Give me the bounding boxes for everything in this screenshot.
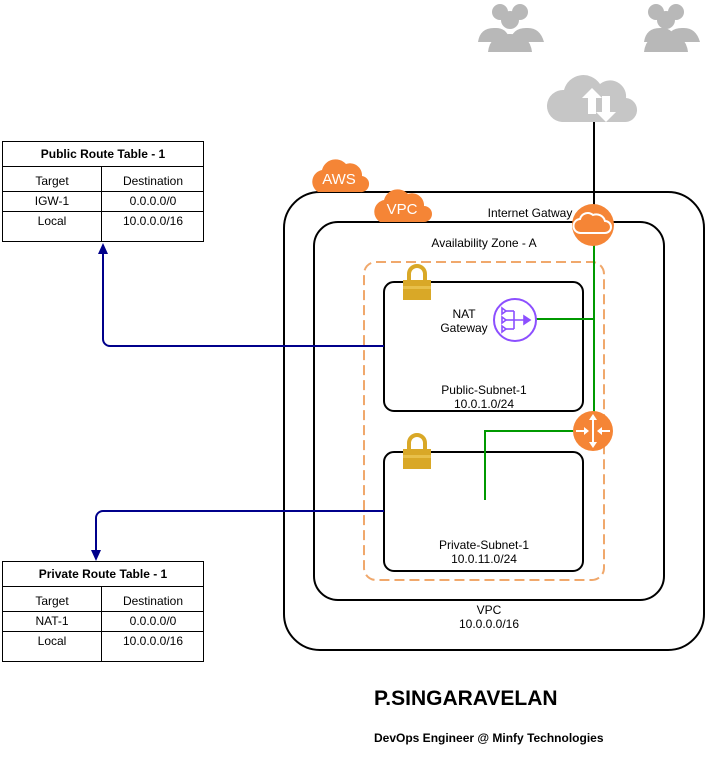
public-route-table-title: Public Route Table - 1 bbox=[3, 142, 203, 167]
table-cell: 0.0.0.0/0 bbox=[129, 614, 177, 628]
lock-icon bbox=[403, 433, 431, 469]
nat-gateway-label-line1: NAT bbox=[452, 307, 476, 321]
vpc-container bbox=[313, 221, 665, 601]
destination-header: Destination bbox=[122, 174, 184, 188]
table-cell: IGW-1 bbox=[34, 194, 70, 208]
public-subnet-cidr: 10.0.1.0/24 bbox=[453, 397, 515, 411]
nat-gateway-icon bbox=[493, 298, 537, 342]
table-row: NAT-1 0.0.0.0/0 bbox=[3, 611, 203, 631]
availability-zone-label: Availability Zone - A bbox=[431, 236, 537, 250]
private-route-table-title: Private Route Table - 1 bbox=[3, 562, 203, 587]
table-cell: 0.0.0.0/0 bbox=[129, 194, 177, 208]
routing-links bbox=[484, 240, 595, 500]
private-route-arrow bbox=[95, 510, 384, 551]
router-icon bbox=[573, 411, 613, 451]
users-icon bbox=[644, 4, 700, 52]
table-row: Local 10.0.0.0/16 bbox=[3, 631, 203, 651]
table-cell: Local bbox=[37, 214, 67, 228]
table-row: IGW-1 0.0.0.0/0 bbox=[3, 191, 203, 211]
target-header: Target bbox=[35, 594, 69, 608]
private-subnet-name: Private-Subnet-1 bbox=[438, 538, 530, 552]
aws-cloud-badge bbox=[312, 159, 370, 193]
private-route-arrowhead bbox=[91, 550, 101, 561]
vpc-label: VPC bbox=[476, 603, 502, 617]
author-name: P.SINGARAVELAN bbox=[374, 687, 558, 710]
table-row: Target Destination bbox=[3, 591, 203, 611]
internet-gateway-icon bbox=[572, 204, 614, 246]
target-header: Target bbox=[35, 174, 69, 188]
public-route-arrow bbox=[102, 252, 384, 347]
vpc-cloud-badge bbox=[374, 189, 432, 222]
author-role: DevOps Engineer @ Minfy Technologies bbox=[374, 731, 604, 745]
vpc-badge-label: VPC bbox=[386, 201, 418, 218]
private-subnet-cidr: 10.0.11.0/24 bbox=[451, 552, 517, 566]
table-cell: NAT-1 bbox=[35, 614, 69, 628]
nat-gateway-label-line2: Gateway bbox=[440, 321, 488, 335]
users-icon bbox=[478, 4, 544, 52]
table-row: Target Destination bbox=[3, 171, 203, 191]
table-cell: 10.0.0.0/16 bbox=[122, 214, 184, 228]
lock-icon bbox=[403, 264, 431, 300]
destination-header: Destination bbox=[122, 594, 184, 608]
table-row: Local 10.0.0.0/16 bbox=[3, 211, 203, 231]
table-cell: 10.0.0.0/16 bbox=[122, 634, 184, 648]
aws-badge-label: AWS bbox=[322, 171, 356, 188]
internet-gateway-label: Internet Gatway bbox=[487, 206, 573, 220]
vpc-cidr: 10.0.0.0/16 bbox=[458, 617, 520, 631]
public-route-arrowhead bbox=[98, 243, 108, 254]
private-route-table: Private Route Table - 1 Target Destinati… bbox=[2, 561, 204, 662]
table-cell: Local bbox=[37, 634, 67, 648]
public-subnet-name: Public-Subnet-1 bbox=[441, 383, 527, 397]
aws-cloud-container bbox=[283, 191, 705, 651]
internet-cloud-icon bbox=[546, 75, 638, 123]
public-route-table: Public Route Table - 1 Target Destinatio… bbox=[2, 141, 204, 242]
